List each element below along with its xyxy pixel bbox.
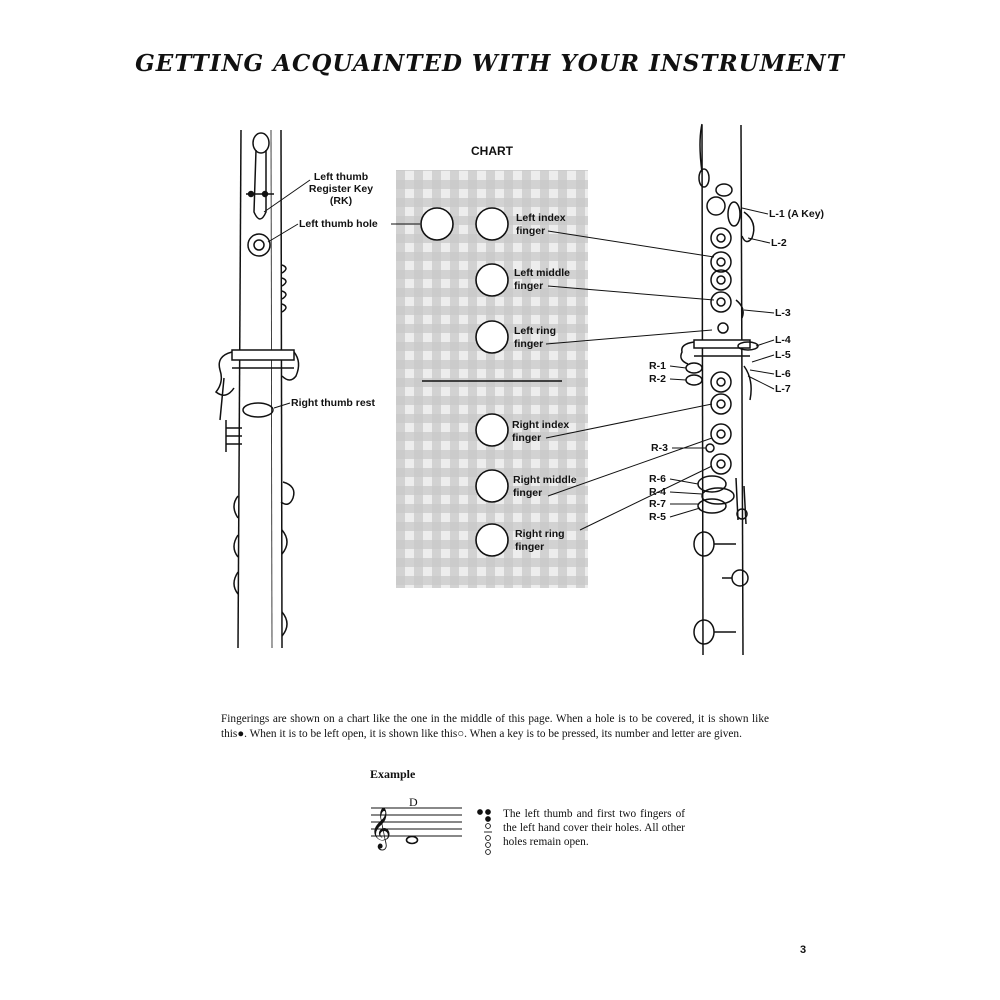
- back-view-labels: Left thumb Register Key (RK) Left thumb …: [291, 171, 378, 409]
- key-l4-label: L-4: [775, 334, 791, 346]
- left-middle-hole: [475, 263, 509, 297]
- key-r4-label: R-4: [649, 486, 666, 498]
- key-r1-label: R-1: [649, 360, 666, 372]
- fingering-hole-2: [485, 816, 491, 822]
- fingering-hole-1: [485, 809, 491, 815]
- key-l2-label: L-2: [771, 237, 787, 249]
- key-r6-label: R-6: [649, 473, 666, 485]
- right-index-hole: [475, 413, 509, 447]
- right-middle-hole: [475, 469, 509, 503]
- thumb-rest-label: Right thumb rest: [291, 397, 375, 409]
- left-index-hole: [475, 207, 509, 241]
- left-ring-label-1: Left ring: [514, 325, 556, 337]
- key-r2-label: R-2: [649, 373, 666, 385]
- note-name: D: [409, 795, 418, 809]
- open-hole-symbol: ○: [457, 728, 465, 740]
- fingering-hole-4: [485, 835, 491, 841]
- front-view-labels: L-1 (A Key) L-2 L-3 L-4 L-5 L-6 L-7 R-1 …: [649, 208, 824, 523]
- fingering-hole-3: [485, 823, 491, 829]
- clarinet-front-view: [680, 123, 759, 656]
- chart-heading: CHART: [471, 144, 514, 158]
- key-r3-label: R-3: [651, 442, 668, 454]
- treble-clef-icon: 𝄞: [370, 807, 391, 850]
- right-index-label-1: Right index: [512, 419, 569, 431]
- example-description: The left thumb and first two fingers of …: [503, 808, 685, 848]
- key-l6-label: L-6: [775, 368, 791, 380]
- back-view-leader-lines: [263, 179, 311, 409]
- right-ring-label-2: finger: [515, 541, 544, 553]
- explanation-part-2: . When it is to be left open, it is show…: [244, 728, 458, 740]
- explanation-paragraph: Fingerings are shown on a chart like the…: [221, 712, 769, 742]
- left-thumb-hole: [420, 207, 454, 241]
- fingering-hole-5: [485, 842, 491, 848]
- right-index-label-2: finger: [512, 432, 541, 444]
- left-index-label-1: Left index: [516, 212, 566, 224]
- fingering-thumb-dot: [477, 809, 483, 815]
- key-l5-label: L-5: [775, 349, 791, 361]
- right-ring-hole: [475, 523, 509, 557]
- fingering-hole-6: [485, 849, 491, 855]
- register-key-label-line3: (RK): [330, 195, 352, 207]
- left-ring-label-2: finger: [514, 338, 543, 350]
- example-staff: [371, 807, 462, 837]
- right-ring-label-1: Right ring: [515, 528, 565, 540]
- example-fingering: [477, 809, 492, 855]
- key-r5-label: R-5: [649, 511, 666, 523]
- right-middle-label-1: Right middle: [513, 474, 577, 486]
- right-middle-label-2: finger: [513, 487, 542, 499]
- finger-labels: Left index finger Left middle finger Lef…: [512, 212, 577, 553]
- key-l7-label: L-7: [775, 383, 791, 395]
- register-key-label-line1: Left thumb: [314, 171, 368, 183]
- page-title: GETTING ACQUAINTED WITH YOUR INSTRUMENT: [135, 50, 845, 77]
- whole-note-d: [405, 835, 419, 845]
- thumb-hole-label: Left thumb hole: [299, 218, 378, 230]
- clarinet-back-view: [214, 129, 300, 649]
- left-middle-label-1: Left middle: [514, 267, 570, 279]
- explanation-part-1: Fingerings are shown on a chart like the…: [221, 713, 769, 740]
- key-r7-label: R-7: [649, 498, 666, 510]
- front-view-leader-lines: [669, 207, 775, 518]
- example-heading: Example: [370, 767, 416, 781]
- left-middle-label-2: finger: [514, 280, 543, 292]
- left-ring-hole: [475, 320, 509, 354]
- register-key-label-line2: Register Key: [309, 183, 373, 195]
- filled-hole-symbol: ●: [237, 728, 245, 740]
- page-number: 3: [800, 944, 807, 956]
- key-l1-label: L-1 (A Key): [769, 208, 824, 220]
- key-l3-label: L-3: [775, 307, 791, 319]
- explanation-part-3: . When a key is to be pressed, its numbe…: [464, 728, 742, 740]
- left-index-label-2: finger: [516, 225, 545, 237]
